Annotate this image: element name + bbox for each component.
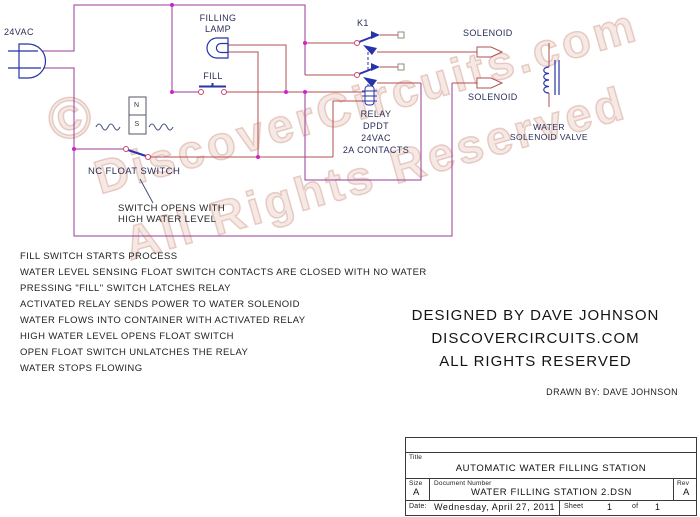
credit-site: DISCOVERCIRCUITS.COM: [431, 330, 640, 347]
solenoid-top-label: SOLENOID: [463, 28, 513, 38]
note-line: FILL SWITCH STARTS PROCESS: [20, 251, 178, 262]
note-line: HIGH WATER LEVEL OPENS FLOAT SWITCH: [20, 331, 234, 342]
note-line: PRESSING "FILL" SWITCH LATCHES RELAY: [20, 283, 231, 294]
sheet-total-value: 1: [655, 502, 661, 512]
title-block: Title AUTOMATIC WATER FILLING STATION Si…: [405, 437, 697, 516]
title-block-divider: [429, 478, 430, 500]
date-label: Date:: [409, 503, 427, 510]
title-block-divider: [406, 452, 696, 453]
ac-plug-symbol: [8, 43, 47, 79]
title-block-divider: [559, 500, 560, 515]
note-line: OPEN FLOAT SWITCH UNLATCHES THE RELAY: [20, 347, 249, 358]
doc-number-value: WATER FILLING STATION 2.DSN: [470, 487, 632, 498]
note-pointer-line: [139, 178, 154, 204]
title-block-divider: [673, 478, 674, 500]
water-valve-symbol: [543, 60, 560, 95]
signal-wires: [150, 34, 550, 158]
relay-ref-label: K1: [357, 18, 369, 28]
rev-value: A: [683, 487, 690, 498]
magnet-north-label: N: [134, 102, 140, 109]
doc-number-label: Document Number: [434, 480, 492, 487]
solenoid-bottom-label: SOLENOID: [468, 92, 518, 102]
fill-pushbutton-symbol: [198, 83, 227, 95]
note-line: WATER STOPS FLOWING: [20, 363, 143, 374]
filling-lamp-symbol: [206, 37, 229, 59]
valve-label: WATER SOLENOID VALVE: [509, 122, 589, 142]
float-switch-symbol: [123, 146, 154, 204]
note-line: ACTIVATED RELAY SENDS POWER TO WATER SOL…: [20, 299, 300, 310]
date-value: Wednesday, April 27, 2011: [434, 502, 556, 512]
title-label: Title: [409, 454, 423, 461]
float-switch-label: NC FLOAT SWITCH: [88, 166, 181, 177]
size-value: A: [413, 487, 420, 498]
relay-k1-symbol: [354, 31, 405, 106]
relay-coil-symbol: [362, 85, 377, 106]
credit-rights: ALL RIGHTS RESERVED: [439, 353, 632, 370]
title-block-divider: [406, 500, 696, 501]
float-magnet-symbol: [95, 96, 174, 135]
source-label: 24VAC: [4, 27, 34, 37]
rev-label: Rev: [677, 480, 690, 487]
title-block-divider: [406, 478, 696, 479]
note-line: WATER LEVEL SENSING FLOAT SWITCH CONTACT…: [20, 267, 427, 278]
float-switch-note: SWITCH OPENS WITH HIGH WATER LEVEL: [118, 203, 226, 225]
relay-specs-label: RELAY DPDT 24VAC 2A CONTACTS: [342, 109, 410, 155]
drawing-title: AUTOMATIC WATER FILLING STATION: [455, 463, 647, 474]
filling-lamp-label: FILLING LAMP: [199, 13, 237, 34]
magnet-south-label: S: [134, 121, 140, 128]
size-label: Size: [409, 480, 423, 487]
solenoid-connector-arrows: [476, 46, 504, 89]
note-line: WATER FLOWS INTO CONTAINER WITH ACTIVATE…: [20, 315, 306, 326]
power-wires: [42, 4, 453, 237]
junction-dots: [72, 3, 307, 159]
sheet-value: 1: [607, 502, 613, 512]
credit-designed-by: DESIGNED BY DAVE JOHNSON: [411, 307, 660, 324]
fill-label: FILL: [203, 71, 223, 81]
sheet-label: Sheet: [564, 503, 584, 510]
of-label: of: [632, 503, 639, 510]
credit-drawn-by: DRAWN BY: DAVE JOHNSON: [546, 387, 678, 397]
